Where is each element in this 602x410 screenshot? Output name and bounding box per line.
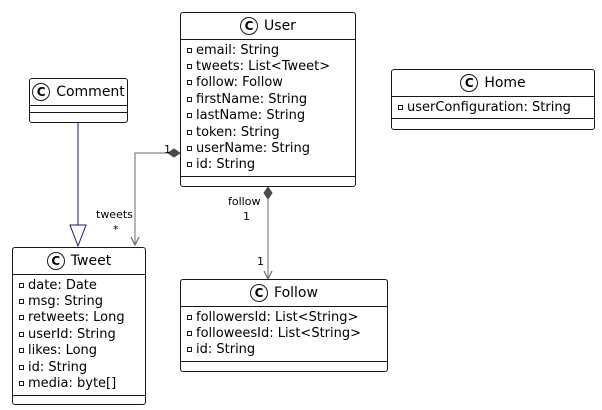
class-name: Follow [274,285,318,301]
attribute-list [30,105,127,112]
private-visibility-icon [187,80,192,86]
private-visibility-icon [19,364,24,370]
private-visibility-icon [187,162,192,168]
attribute: followeesId: List<String> [181,325,387,341]
attribute: retweets: Long [13,310,145,326]
private-visibility-icon [187,64,192,70]
class-name: User [264,18,296,34]
class-header: C Follow [181,280,387,306]
attribute: media: byte[] [13,375,145,391]
attribute: userConfiguration: String [392,99,594,115]
class-follow[interactable]: C Follow followersId: List<String> follo… [180,279,388,372]
private-visibility-icon [398,104,403,110]
method-list [181,176,355,178]
class-header: C Home [392,70,594,96]
class-user[interactable]: C User email: String tweets: List<Tweet>… [180,12,356,187]
class-home[interactable]: C Home userConfiguration: String [391,69,595,130]
class-header: C Tweet [13,248,145,274]
private-visibility-icon [187,314,192,320]
class-comment[interactable]: C Comment [29,78,128,123]
class-stereotype-icon: C [32,83,51,101]
attribute: firstName: String [181,91,355,107]
attribute: likes: Long [13,343,145,359]
class-header: C User [181,13,355,39]
class-name: Comment [56,84,125,100]
class-tweet[interactable]: C Tweet date: Date msg: String retweets:… [12,247,146,405]
class-stereotype-icon: C [46,252,65,270]
attribute-list: date: Date msg: String retweets: Long us… [13,274,145,395]
user-tweet-target-role: tweets [96,208,133,221]
attribute-list: email: String tweets: List<Tweet> follow… [181,39,355,176]
attribute: id: String [181,342,387,358]
class-stereotype-icon: C [460,74,479,92]
private-visibility-icon [187,347,192,353]
user-tweet-source-multiplicity: 1 [164,143,171,156]
attribute-list: userConfiguration: String [392,96,594,118]
method-list [13,394,145,396]
private-visibility-icon [19,315,24,321]
attribute: follow: Follow [181,75,355,91]
class-stereotype-icon: C [250,284,269,302]
attribute: date: Date [13,277,145,293]
method-list [30,112,127,113]
attribute: followersId: List<String> [181,309,387,325]
attribute: token: String [181,124,355,140]
class-name: Home [484,75,526,91]
attribute: msg: String [13,293,145,309]
attribute: userName: String [181,140,355,156]
private-visibility-icon [187,47,192,53]
attribute: lastName: String [181,108,355,124]
composition-user-follow [263,186,273,281]
private-visibility-icon [187,146,192,152]
user-follow-source-role: follow [228,195,261,208]
method-list [181,361,387,363]
class-header: C Comment [30,79,127,105]
inheritance-comment-tweet [69,123,87,248]
composition-user-tweet [130,148,181,247]
class-stereotype-icon: C [240,17,259,35]
private-visibility-icon [19,348,24,354]
user-follow-source-multiplicity: 1 [243,210,250,223]
class-name: Tweet [70,253,112,269]
attribute: tweets: List<Tweet> [181,58,355,74]
private-visibility-icon [19,381,24,387]
private-visibility-icon [19,282,24,288]
private-visibility-icon [19,331,24,337]
attribute: id: String [181,157,355,173]
attribute: email: String [181,42,355,58]
attribute: userId: String [13,326,145,342]
user-tweet-target-multiplicity: * [113,223,119,236]
method-list [392,118,594,120]
attribute-list: followersId: List<String> followeesId: L… [181,306,387,361]
private-visibility-icon [187,113,192,119]
user-follow-target-multiplicity: 1 [257,255,264,268]
private-visibility-icon [19,299,24,305]
private-visibility-icon [187,331,192,337]
private-visibility-icon [187,129,192,135]
attribute: id: String [13,359,145,375]
private-visibility-icon [187,96,192,102]
